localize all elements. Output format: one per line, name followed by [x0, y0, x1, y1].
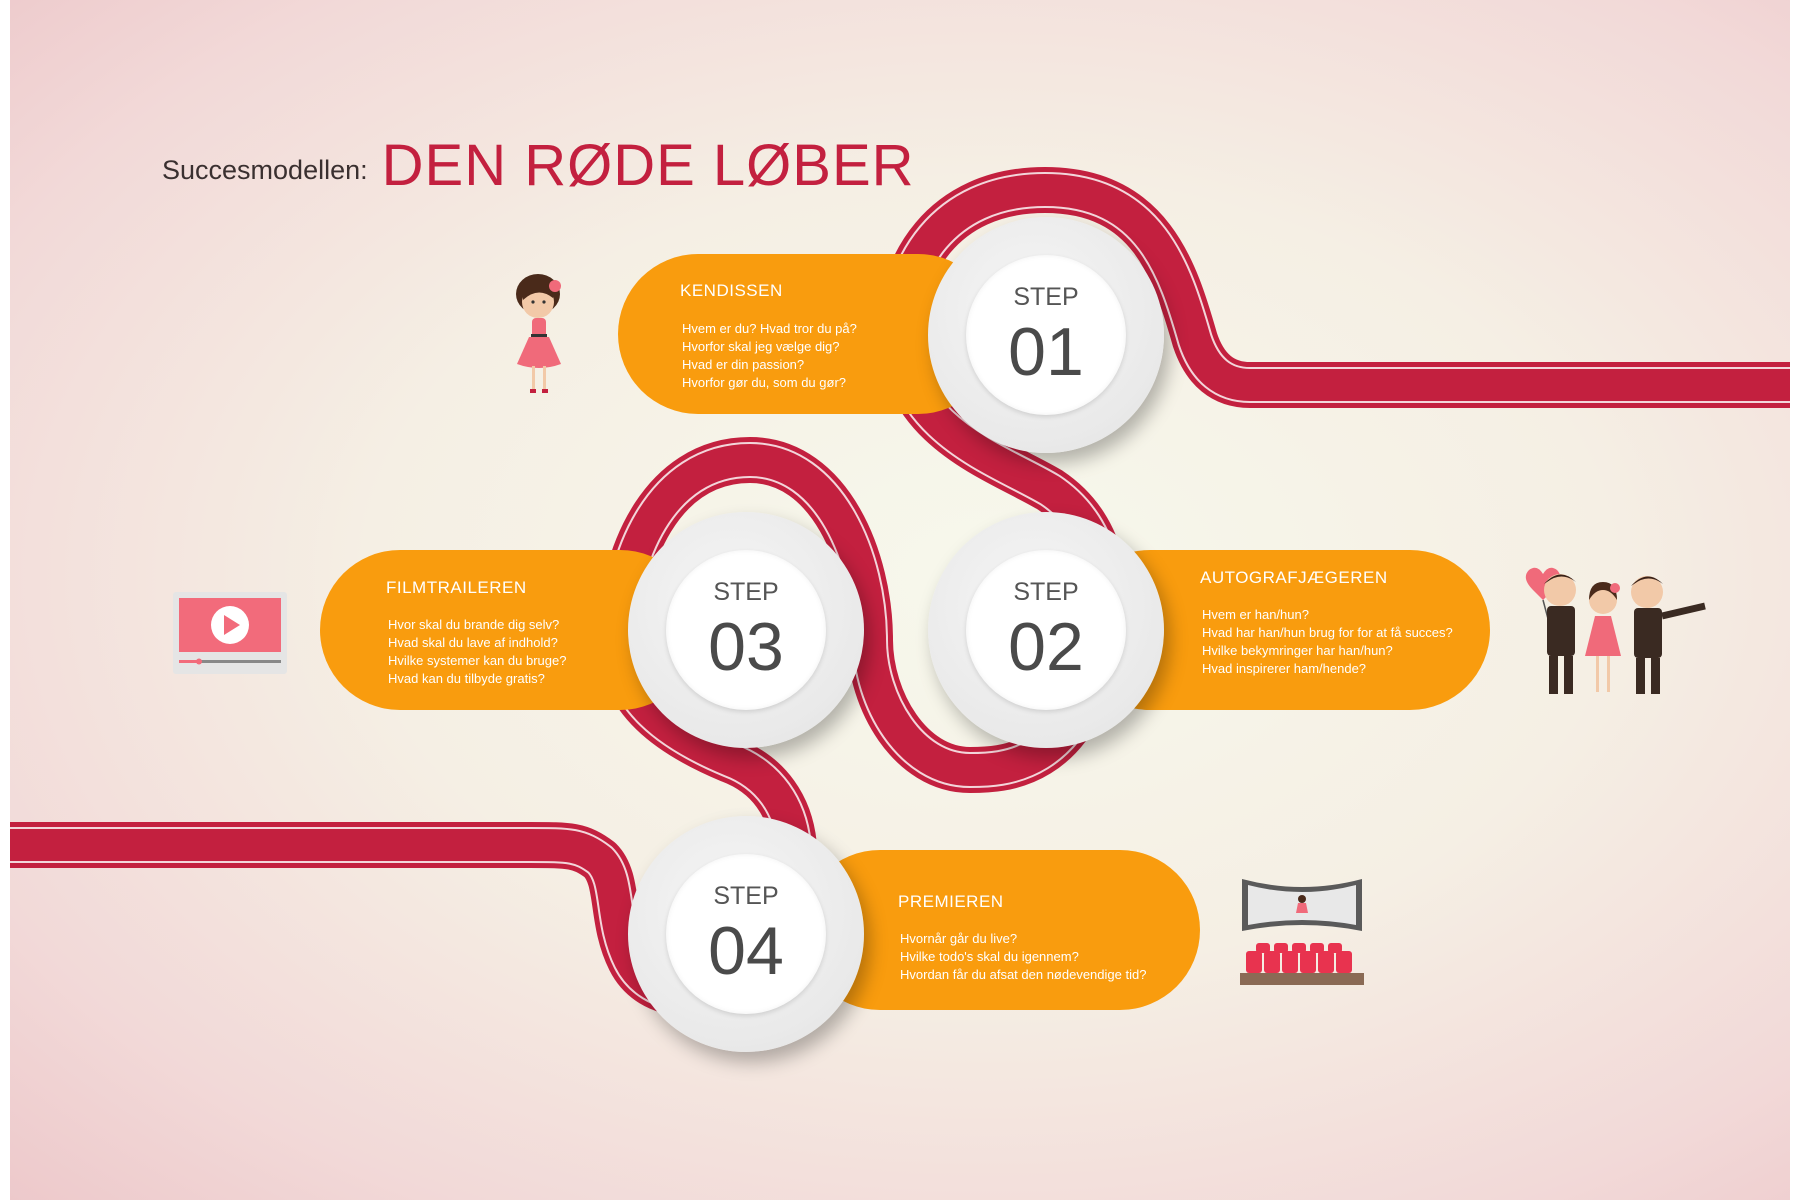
- step-04-heading: PREMIEREN: [898, 892, 1004, 911]
- step-03-badge-inner: STEP 03: [666, 550, 826, 710]
- question-line: Hvem er han/hun?: [1202, 607, 1309, 622]
- question-line: Hvad skal du lave af indhold?: [388, 635, 558, 650]
- question-line: Hvad inspirerer ham/hende?: [1202, 661, 1367, 676]
- step-03-label: STEP: [713, 578, 779, 606]
- question-line: Hvilke todo's skal du igennem?: [900, 949, 1079, 964]
- step-04-card: PREMIEREN Hvornår går du live? Hvilke to…: [800, 850, 1200, 1010]
- question-line: Hvem er du? Hvad tror du på?: [682, 321, 857, 336]
- step-02-label: STEP: [1013, 578, 1079, 606]
- step-02-questions: Hvem er han/hun? Hvad har han/hun brug f…: [1202, 606, 1453, 678]
- question-line: Hvad kan du tilbyde gratis?: [388, 671, 545, 686]
- question-line: Hvor skal du brande dig selv?: [388, 617, 560, 632]
- step-04-label: STEP: [713, 882, 779, 910]
- title-main: DEN RØDE LØBER: [381, 133, 915, 198]
- step-02-badge: STEP 02: [928, 512, 1164, 748]
- step-04-badge-inner: STEP 04: [666, 854, 826, 1014]
- question-line: Hvad har han/hun brug for for at få succ…: [1202, 625, 1453, 640]
- step-01-questions: Hvem er du? Hvad tror du på? Hvorfor ska…: [682, 320, 857, 392]
- step-03-badge: STEP 03: [628, 512, 864, 748]
- question-line: Hvornår går du live?: [900, 931, 1018, 946]
- question-line: Hvilke systemer kan du bruge?: [388, 653, 567, 668]
- question-line: Hvorfor gør du, som du gør?: [682, 375, 846, 390]
- fans-icon: [1525, 567, 1706, 694]
- step-02-badge-inner: STEP 02: [966, 550, 1126, 710]
- question-line: Hvorfor skal jeg vælge dig?: [682, 339, 840, 354]
- video-player-icon: [173, 592, 287, 674]
- step-04-questions: Hvornår går du live? Hvilke todo's skal …: [900, 930, 1146, 984]
- step-03-heading: FILMTRAILEREN: [386, 578, 527, 597]
- page-title: Succesmodellen: DEN RØDE LØBER: [162, 132, 915, 199]
- step-03-number: 03: [708, 609, 784, 685]
- girl-icon: [516, 274, 561, 393]
- canvas: Succesmodellen:DEN RØDE LØBER KENDISSEN …: [10, 0, 1790, 1200]
- step-01-badge: STEP 01: [928, 217, 1164, 453]
- step-01-label: STEP: [1013, 283, 1079, 311]
- step-04-badge: STEP 04: [628, 816, 864, 1052]
- step-01-badge-inner: STEP 01: [966, 255, 1126, 415]
- step-02-heading: AUTOGRAFJÆGEREN: [1200, 568, 1388, 587]
- question-line: Hvilke bekymringer har han/hun?: [1202, 643, 1393, 658]
- step-03-questions: Hvor skal du brande dig selv? Hvad skal …: [388, 616, 566, 688]
- cinema-icon: [1240, 879, 1364, 985]
- step-04-number: 04: [708, 913, 784, 989]
- step-02-number: 02: [1008, 609, 1084, 685]
- step-01-heading: KENDISSEN: [680, 281, 783, 300]
- question-line: Hvad er din passion?: [682, 357, 805, 372]
- question-line: Hvordan får du afsat den nødevendige tid…: [900, 967, 1147, 982]
- title-prefix: Succesmodellen:: [162, 155, 368, 185]
- step-01-number: 01: [1008, 314, 1084, 390]
